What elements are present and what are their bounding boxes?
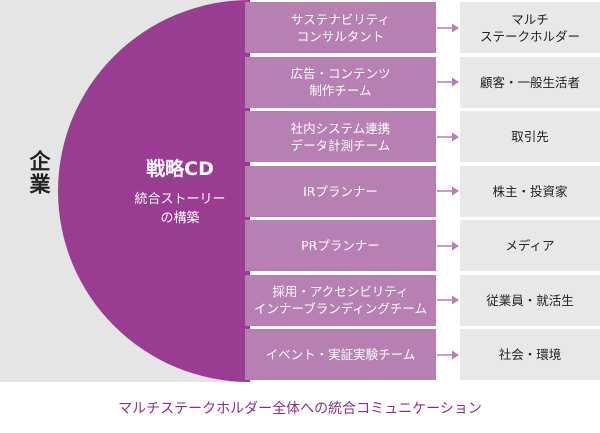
team-box: IRプランナー bbox=[245, 165, 436, 217]
target-label: 顧客・一般生活者 bbox=[479, 74, 580, 90]
team-label: コンサルタント bbox=[296, 28, 385, 44]
team-label: 広告・コンテンツ bbox=[290, 66, 391, 81]
arrow-right-icon bbox=[437, 132, 459, 141]
target-box: 社会・環境 bbox=[460, 329, 600, 380]
arrow-right-icon bbox=[437, 241, 459, 250]
arrow-right-icon bbox=[437, 350, 459, 359]
team-box: 広告・コンテンツ制作チーム bbox=[245, 56, 436, 108]
target-label: 従業員・就活生 bbox=[486, 292, 574, 308]
team-label: PRプランナー bbox=[301, 238, 380, 253]
target-label: メディア bbox=[505, 238, 555, 253]
team-box: サステナビリティコンサルタント bbox=[245, 2, 436, 53]
strategy-subtitle: 統合ストーリー の構築 bbox=[110, 190, 250, 228]
target-box: 取引先 bbox=[460, 111, 600, 162]
team-box: イベント・実証実験チーム bbox=[245, 329, 436, 380]
company-label: 企業 bbox=[27, 150, 51, 196]
arrow-right-icon bbox=[437, 77, 459, 87]
strategy-subtitle-line: 統合ストーリー bbox=[134, 192, 226, 207]
team-box: PRプランナー bbox=[245, 220, 436, 271]
team-label: 制作チーム bbox=[309, 83, 372, 98]
target-box: マルチステークホルダー bbox=[460, 2, 600, 53]
target-box: メディア bbox=[460, 220, 600, 271]
target-label: マルチ bbox=[511, 11, 549, 27]
strategy-title: 戦略CD bbox=[146, 158, 214, 180]
team-label: IRプランナー bbox=[303, 183, 378, 199]
team-label: 採用・アクセシビリティ bbox=[272, 284, 409, 299]
team-label: データ計測チーム bbox=[290, 137, 391, 153]
target-box: 顧客・一般生活者 bbox=[460, 56, 600, 108]
arrow-right-icon bbox=[437, 186, 459, 196]
team-label: 社内システム連携 bbox=[290, 120, 391, 136]
arrow-right-icon bbox=[437, 23, 459, 32]
target-label: ステークホルダー bbox=[479, 28, 580, 44]
team-label: サステナビリティ bbox=[290, 11, 390, 27]
team-label: インナーブランディングチーム bbox=[253, 301, 427, 316]
strategy-subtitle-line: の構築 bbox=[160, 211, 200, 226]
team-box: 社内システム連携データ計測チーム bbox=[245, 111, 436, 162]
target-label: 社会・環境 bbox=[498, 347, 562, 362]
team-box: 採用・アクセシビリティインナーブランディングチーム bbox=[245, 274, 436, 326]
target-label: 株主・投資家 bbox=[492, 183, 568, 199]
target-box: 従業員・就活生 bbox=[460, 274, 600, 326]
diagram-caption: マルチステークホルダー全体への統合コミュニケーション bbox=[118, 401, 482, 417]
team-label: イベント・実証実験チーム bbox=[265, 347, 416, 362]
arrow-right-icon bbox=[437, 295, 459, 305]
target-label: 取引先 bbox=[511, 129, 549, 144]
target-box: 株主・投資家 bbox=[460, 165, 600, 217]
